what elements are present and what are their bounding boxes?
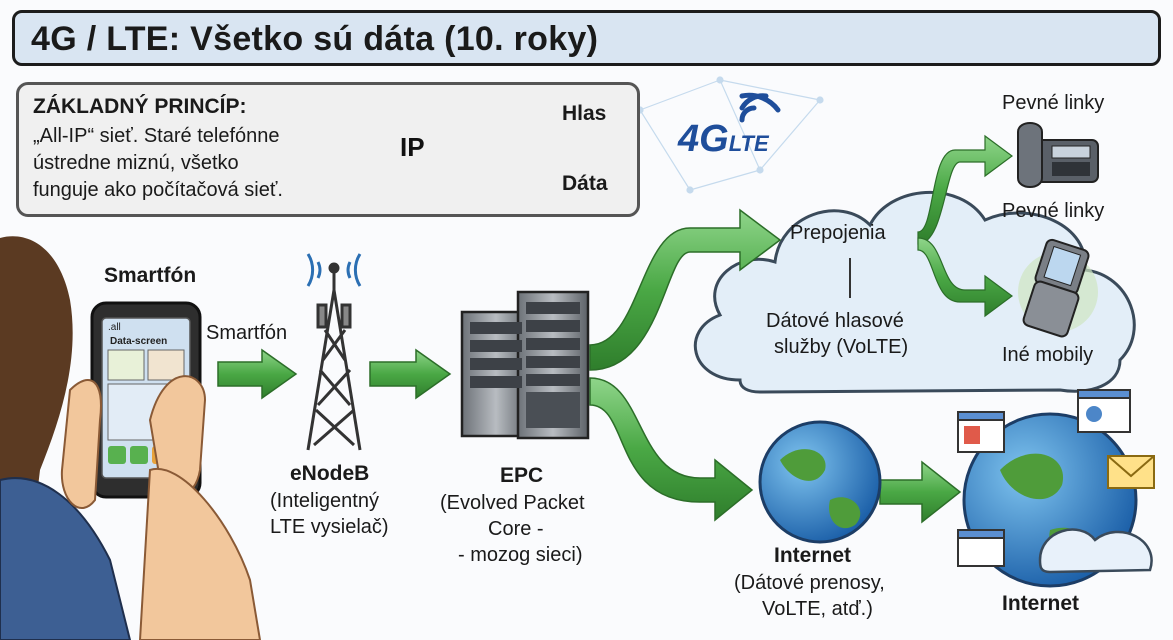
cloud-service-line-2: služby (VoLTE) (774, 336, 909, 358)
arrow-epc-to-internet (589, 377, 754, 522)
lte-logo-main: 4G (678, 118, 729, 160)
smartphone-heading: Smartfón (104, 264, 197, 287)
lte-logo-sub: LTE (728, 131, 769, 156)
title-bar: 4G / LTE: Všetko sú dáta (10. roky) (12, 10, 1161, 66)
phone-screen-signal: .all (108, 322, 121, 333)
arrow-epc-to-cloud (589, 208, 782, 371)
phone-screen-title: Data-screen (110, 336, 168, 347)
internet-mid-desc-2: VoLTE, atď.) (762, 598, 873, 620)
enodeb-desc-2: LTE vysielač) (270, 516, 389, 538)
arrow-enodeb-to-epc (369, 348, 452, 400)
person-with-smartphone (0, 236, 262, 640)
principle-heading: ZÁKLADNÝ PRINCÍP: (33, 95, 247, 118)
epc-desc-1: (Evolved Packet (440, 492, 585, 514)
arrow-internet-to-internet (879, 460, 962, 524)
fixed-lines-top-label: Pevné linky (1002, 92, 1105, 114)
lte-logo: 4GLTE (678, 118, 769, 161)
branch-voice-label: Hlas (562, 102, 607, 125)
principle-line-2: ústredne miznú, všetko (33, 152, 239, 174)
principle-line-1: „All-IP“ sieť. Staré telefónne (33, 125, 280, 147)
flip-phone-icon (1018, 238, 1098, 338)
email-envelope-icon (1107, 455, 1155, 489)
internet-globe-right (962, 412, 1153, 588)
internet-mid-desc-1: (Dátové prenosy, (734, 572, 885, 594)
epc-server-rack (460, 290, 590, 440)
desk-phone-icon (1017, 122, 1099, 188)
smartphone-arrow-label: Smartfón (206, 322, 288, 344)
epc-name: EPC (500, 464, 544, 487)
other-mobiles-label: Iné mobily (1002, 344, 1094, 366)
internet-globe-mid (758, 420, 882, 544)
arrow-phone-to-enodeb (217, 348, 298, 400)
web-page-icons (957, 389, 1131, 567)
lte-signal-icon (739, 92, 781, 123)
principle-line-3: funguje ako počítačová sieť. (33, 179, 283, 201)
cloud-switch-label: Prepojenia (790, 222, 886, 244)
internet-right-name: Internet (1002, 592, 1080, 615)
epc-desc-2: Core - (488, 518, 544, 540)
enodeb-name: eNodeB (290, 462, 370, 485)
branch-data-label: Dáta (562, 172, 608, 195)
epc-desc-3: - mozog sieci) (458, 544, 583, 566)
core-cloud-shape (693, 190, 1136, 394)
network-mesh-decoration (636, 76, 824, 194)
internet-mid-name: Internet (774, 544, 852, 567)
arrow-switch-to-mobiles (917, 237, 1014, 318)
page-title: 4G / LTE: Všetko sú dáta (10. roky) (31, 20, 599, 58)
ip-plug-label: IP (400, 132, 425, 162)
principle-box: ZÁKLADNÝ PRINCÍP: „All-IP“ sieť. Staré t… (16, 82, 640, 217)
enodeb-desc-1: (Inteligentný (270, 490, 379, 512)
arrow-switch-to-fixed (917, 134, 1014, 245)
cloud-service-line-1: Dátové hlasové (766, 310, 904, 332)
enodeb-tower (306, 253, 362, 451)
fixed-lines-mid-label: Pevné linky (1002, 200, 1105, 222)
